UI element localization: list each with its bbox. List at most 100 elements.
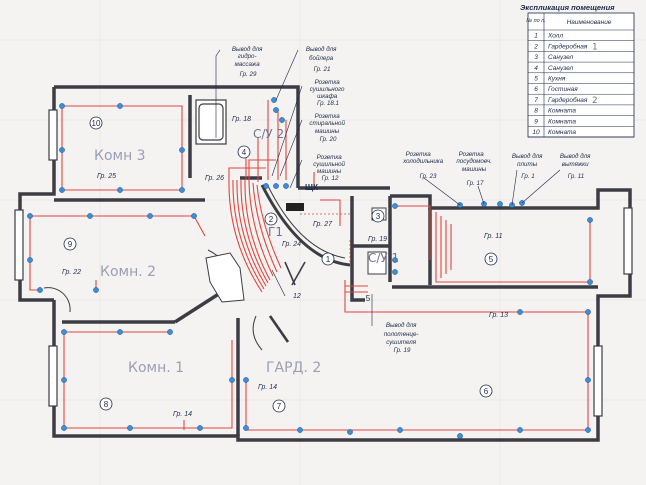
hand-su2: С/У 2 [253,127,284,141]
legend-row-note: 2 [592,96,598,106]
tag-5: 5 [366,294,371,303]
legend-row-name: Комната [548,108,576,115]
outlet-marker [59,187,65,193]
legend-row-note: 1 [592,42,598,52]
callout-dishwasher: Розетка посудомоеч. машины Гр. 17 [456,151,493,187]
outlet-marker [397,427,403,433]
legend-row-number: 3 [534,54,538,61]
legend-title: Экспликация помещения [520,3,615,12]
room-number-labels: 10 9 8 7 6 5 1 3 4 2 5 [68,119,494,411]
outlet-marker [61,329,67,335]
callout-washer: Розетка стиральной машины Гр. 20 [309,113,346,143]
outlet-marker [457,433,463,439]
callout-towel-dryer: Вывод для полотенце- сушителя Гр. 19 [384,322,420,354]
outlet-marker [585,309,591,315]
outlet-marker [587,279,593,285]
room-numbers [63,116,498,413]
room-6-number: 6 [484,387,489,396]
label-shk: ЩК [305,183,318,192]
legend-row-name: Санузел [548,65,574,72]
bathtub [195,99,227,145]
outlet-marker [263,183,269,189]
outlet-marker [59,147,65,153]
hand-komn1: Комн. 1 [128,360,184,376]
outlet-marker [517,427,523,433]
outlet-marker [229,377,235,383]
outlet-marker [243,425,249,431]
hand-komn2: Комн. 2 [100,264,156,280]
legend-row-number: 1 [534,33,538,40]
label-g22: Гр. 22 [62,269,81,276]
legend-row-number: 2 [533,43,538,50]
legend-row-name: Гардеробная [548,42,588,50]
outlet-marker [59,103,65,109]
label-g24: Гр. 24 [282,241,301,248]
hall-curved-wall [43,184,351,351]
label-g27: Гр. 27 [313,221,333,228]
label-g19: Гр. 19 [368,236,387,243]
outlet-marker [37,287,43,293]
callout-hood: Вывод для вытяжки Гр. 11 [560,153,592,180]
wiring [29,100,591,431]
room-9-number: 9 [68,240,73,249]
outlet-marker [273,107,279,113]
outlet-marker [392,269,398,275]
outlet-marker [61,377,67,383]
callouts: Вывод для гидро- массажа Гр. 29 Вывод дл… [232,46,592,354]
outlet-marker [93,287,99,293]
leader-lines [215,49,561,326]
legend-row-name: Гостиная [548,86,578,93]
label-g14-room8: Гр. 14 [173,411,192,418]
room-10-number: 10 [92,119,101,128]
legend-row-name: Комната [548,129,576,136]
room-3-number: 3 [376,212,381,221]
outlet-marker [347,429,353,435]
outlet-marker [279,117,285,123]
label-g25: Гр. 25 [97,173,116,180]
outlet-marker [243,377,249,383]
label-12: 12 [293,293,301,300]
outlet-marker [167,329,173,335]
outlet-marker [117,187,123,193]
label-g11: Гр. 11 [484,233,503,240]
hand-komn3: Комн 3 [94,148,146,164]
label-g26: Гр. 26 [205,175,224,182]
outlet-marker [197,425,203,431]
outlet-marker [27,213,33,219]
outlet-marker [117,329,123,335]
legend-row-name: Гардеробная [548,96,588,104]
outlet-marker [297,427,303,433]
label-g13: Гр. 13 [489,312,508,319]
outlet-marker [273,183,279,189]
callout-fridge: Розетка холодильника Гр. 23 [402,151,445,180]
room-7-number: 7 [277,402,282,411]
dashed-lines [300,213,352,262]
legend-head-num: № по п. [526,18,546,24]
outlet-marker [179,187,185,193]
outlet-marker [517,309,523,315]
outlets [27,97,593,439]
outlet-marker [61,425,67,431]
legend-head-name: Наименование [567,19,612,26]
column-outline [205,252,245,303]
room-8-number: 8 [104,400,109,409]
room-2-number: 2 [269,215,274,224]
outlet-marker [87,213,93,219]
legend-row-name: Кухня [548,76,566,83]
room-4-number: 4 [242,148,247,157]
legend-row-name: Комната [548,118,576,125]
legend-row-number: 8 [534,108,538,115]
callout-massage: Вывод для гидро- массажа Гр. 29 [232,46,264,78]
legend-row-number: 6 [534,86,538,93]
legend-row-number: 5 [534,76,538,83]
outlet-marker [127,425,133,431]
outlet-marker [392,257,398,263]
outlet-marker [585,427,591,433]
hand-g1: Г1 [268,225,283,239]
label-g14-room7: Гр. 14 [258,384,277,391]
room-1-number: 1 [326,255,331,264]
windows [14,109,633,417]
switchboard-panel [286,203,304,211]
legend-table: Экспликация помещения № по п. Наименован… [520,3,635,138]
hand-gard2: ГАРД. 2 [266,360,321,376]
